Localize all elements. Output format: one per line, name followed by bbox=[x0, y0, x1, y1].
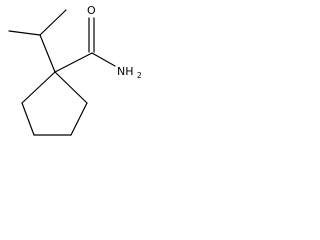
bond-ring-5 bbox=[21, 71, 56, 104]
bond-ring-1 bbox=[54, 71, 88, 104]
structure-diagram: O NH 2 bbox=[0, 0, 148, 142]
oxygen-atom-label: O bbox=[87, 4, 96, 17]
bond-isopropyl-to-ring bbox=[39, 34, 56, 73]
bond-methyl-top bbox=[39, 9, 67, 36]
bond-ring-2 bbox=[70, 102, 88, 136]
bond-ring-to-carbonyl bbox=[54, 52, 93, 73]
bond-ring-4 bbox=[21, 102, 35, 136]
amine-atom-label: NH bbox=[117, 65, 134, 78]
amine-subscript: 2 bbox=[137, 71, 142, 80]
molecule-svg: O NH 2 bbox=[8, 4, 142, 136]
bond-carbonyl-to-amine bbox=[91, 52, 116, 67]
bond-methyl-left bbox=[8, 30, 41, 36]
